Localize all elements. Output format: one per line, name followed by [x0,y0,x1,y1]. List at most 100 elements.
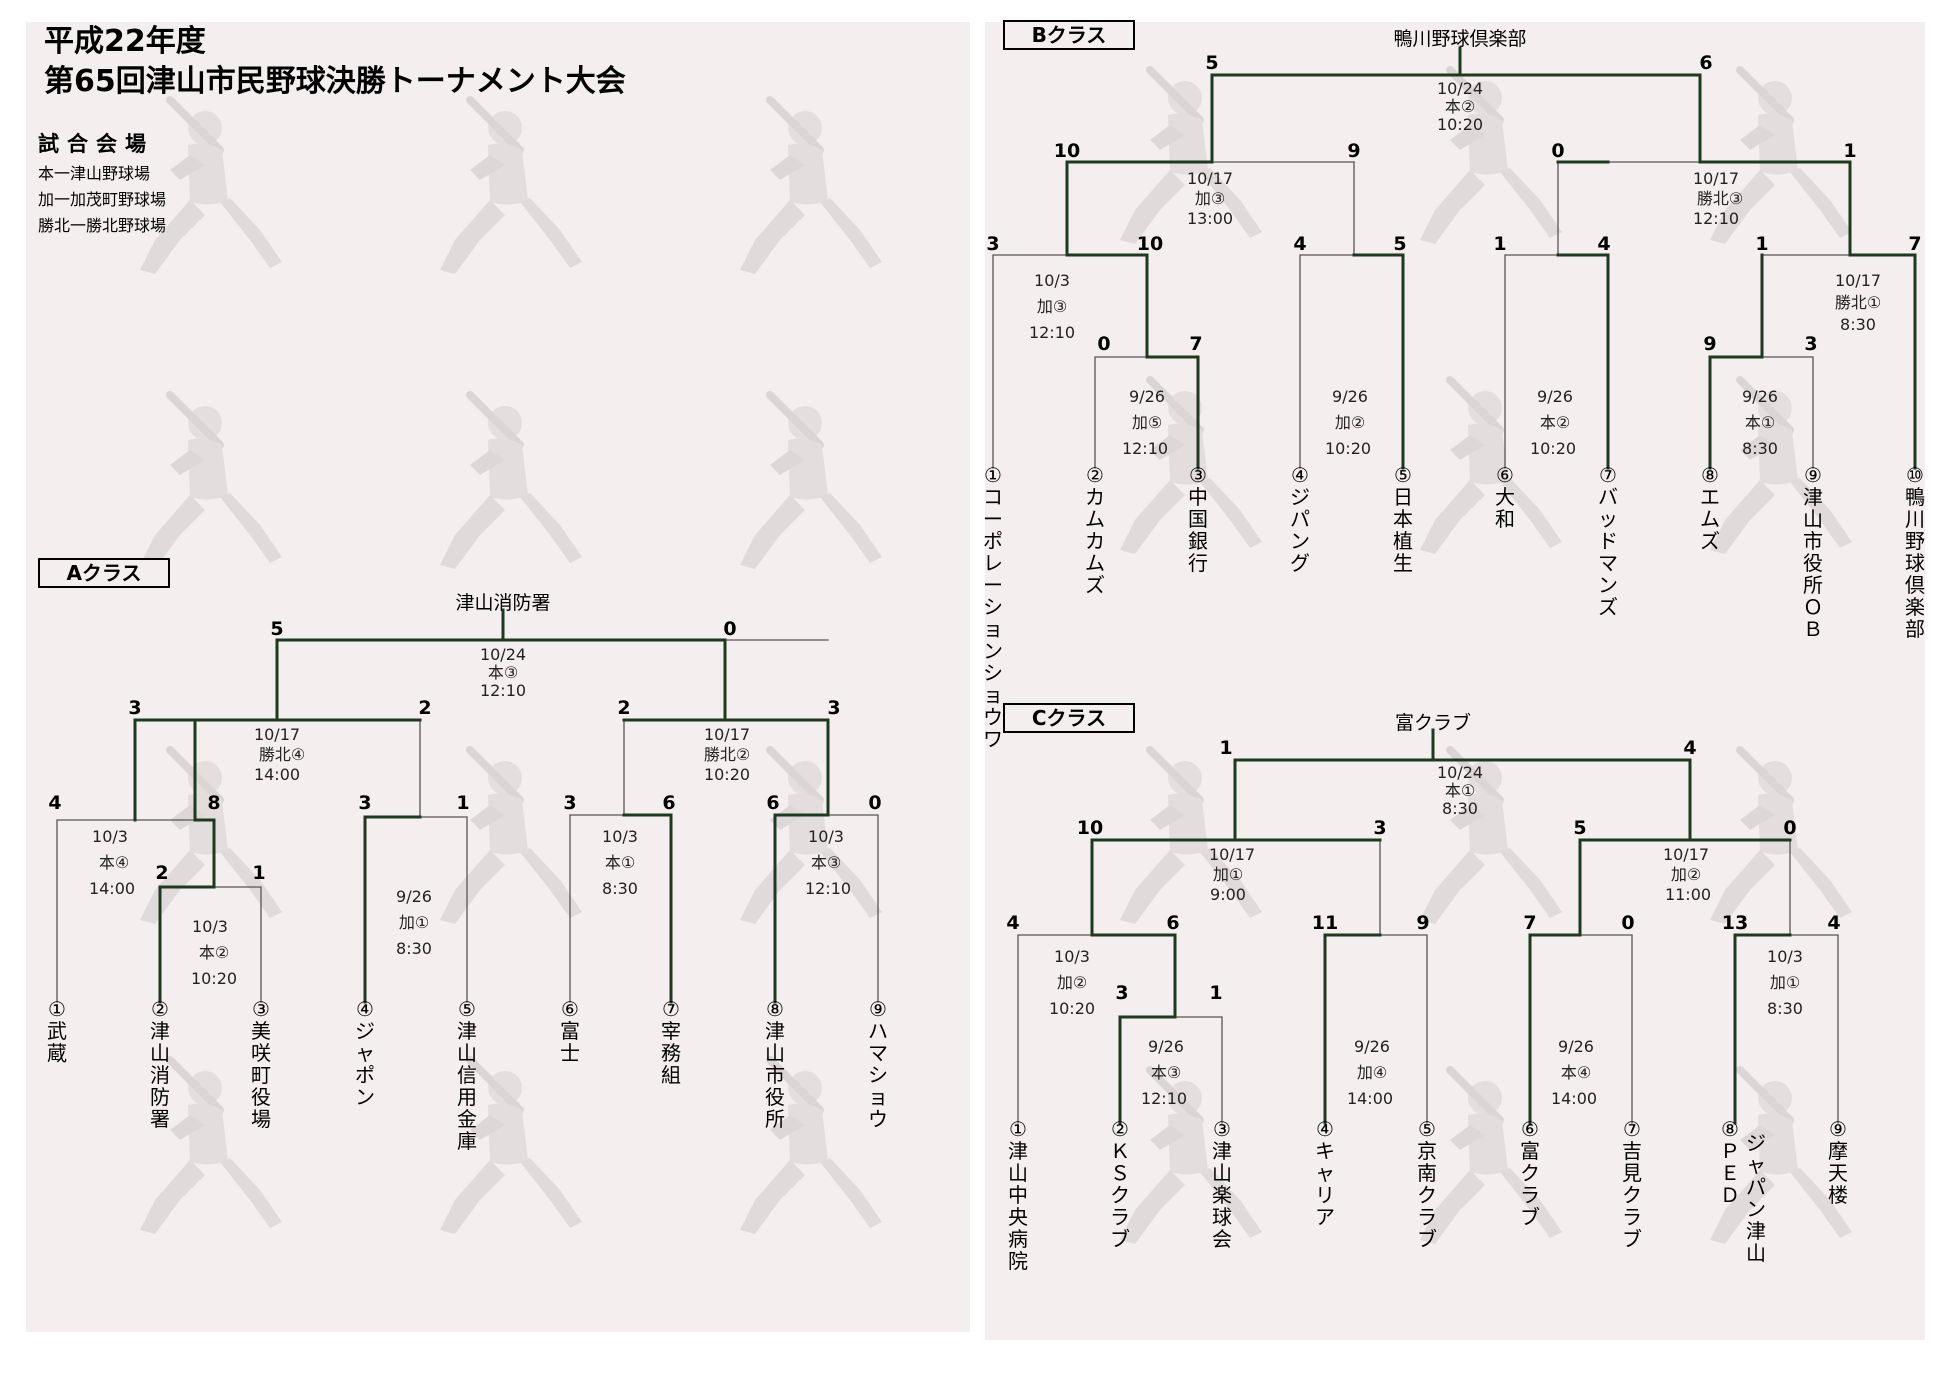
match-date: 10/3 [1034,271,1070,290]
match-venue: 加① [1769,973,1801,992]
match-venue: 本① [604,853,636,872]
team-b-4: ④ジパング [1290,463,1310,575]
match-venue: 加① [1212,865,1244,884]
match-time: 10:20 [1436,115,1484,134]
team-a-6: ⑥富士 [560,997,580,1065]
score: 5 [270,618,284,640]
match-date: 10/17 [1662,845,1710,864]
score: 3 [358,792,372,814]
match-time: 14:00 [88,879,136,898]
match-time: 12:10 [1692,209,1740,228]
match-venue: 勝北③ [1696,189,1744,208]
match-date: 10/17 [1834,271,1882,290]
team-b-3: ③中国銀行 [1188,463,1208,575]
score: 3 [1373,817,1387,839]
score: 3 [986,233,1000,255]
team-b-8: ⑧エムズ [1700,463,1720,553]
match-venue: 加③ [1036,297,1068,316]
match-date: 9/26 [1354,1037,1390,1056]
team-b-7: ⑦バッドマンズ [1598,463,1618,619]
match-date: 10/17 [253,725,301,744]
score: 1 [1209,982,1223,1004]
score: 0 [1783,817,1797,839]
team-c-1: ①津山中央病院 [1008,1117,1028,1273]
champion-a: 津山消防署 [455,592,551,614]
score: 0 [868,792,882,814]
score: 1 [1755,233,1769,255]
score: 6 [1166,912,1180,934]
score: 13 [1721,912,1749,934]
match-time: 8:30 [396,939,432,958]
match-venue: 勝北② [703,745,751,764]
match-time: 10:20 [703,765,751,784]
score: 3 [827,697,841,719]
score: 7 [1189,333,1203,355]
score: 4 [1683,737,1697,759]
match-time: 9:00 [1210,885,1246,904]
team-c-9: ⑨摩天楼 [1828,1117,1848,1207]
team-a-5: ⑤津山信用金庫 [457,997,477,1153]
match-time: 11:00 [1664,885,1712,904]
score: 7 [1523,912,1537,934]
class-label-a: Aクラス [38,558,170,588]
team-a-2: ②津山消防署 [150,997,170,1131]
match-venue: 勝北① [1834,293,1882,312]
team-c-7: ⑦吉見クラブ [1622,1117,1642,1251]
match-time: 14:00 [1346,1089,1394,1108]
score: 0 [723,618,737,640]
match-time: 8:30 [602,879,638,898]
match-time: 14:00 [1550,1089,1598,1108]
score: 3 [128,697,142,719]
match-date: 10/17 [1208,845,1256,864]
page-title-tournament: 第65回津山市民野球決勝トーナメント大会 [44,64,626,99]
match-date: 9/26 [1742,387,1778,406]
score: 5 [1393,233,1407,255]
venue-item: 本一津山野球場 [38,164,151,183]
match-venue: 加④ [1356,1063,1388,1082]
team-b-5: ⑤日本植生 [1393,463,1413,575]
score: 6 [766,792,780,814]
score: 11 [1311,912,1339,934]
match-time: 12:10 [479,681,527,700]
match-venue: 加① [398,913,430,932]
score: 7 [1908,233,1922,255]
score: 10 [1076,817,1104,839]
score: 0 [1097,333,1111,355]
match-venue: 本③ [487,663,519,682]
score: 6 [1699,52,1713,74]
score: 0 [1551,140,1565,162]
score: 0 [1621,912,1635,934]
team-a-9: ⑨ハマショウ [868,997,888,1131]
team-b-1: ①コーポレーションショウワ [983,463,1003,751]
score: 2 [617,697,631,719]
match-date: 9/26 [1332,387,1368,406]
class-label-b: Bクラス [1003,20,1135,50]
match-venue: 本① [1444,781,1476,800]
match-date: 10/24 [479,645,527,664]
match-time: 8:30 [1767,999,1803,1018]
match-date: 9/26 [1129,387,1165,406]
match-venue: 本④ [98,853,130,872]
score: 6 [662,792,676,814]
score: 2 [418,697,432,719]
team-c-5: ⑤京南クラブ [1417,1117,1437,1251]
champion-b: 鴨川野球倶楽部 [1393,28,1527,50]
match-date: 10/17 [1692,169,1740,188]
team-c-8-sub: ジャパン津山 [1746,1131,1766,1265]
match-venue: 本③ [810,853,842,872]
venue-item: 加一加茂町野球場 [38,190,167,209]
score: 10 [1053,140,1081,162]
team-a-4: ④ジャポン [355,997,375,1109]
team-a-8: ⑧津山市役所 [765,997,785,1131]
champion-c: 富クラブ [1394,712,1472,734]
match-time: 12:10 [804,879,852,898]
team-a-3: ③美咲町役場 [251,997,271,1131]
team-a-1: ①武蔵 [47,997,67,1065]
match-date: 10/17 [1186,169,1234,188]
match-date: 10/3 [192,917,228,936]
score: 8 [207,792,221,814]
class-label-c: Cクラス [1003,703,1135,733]
score: 3 [563,792,577,814]
page-title-year: 平成22年度 [44,24,206,59]
match-venue: 加⑤ [1131,413,1163,432]
